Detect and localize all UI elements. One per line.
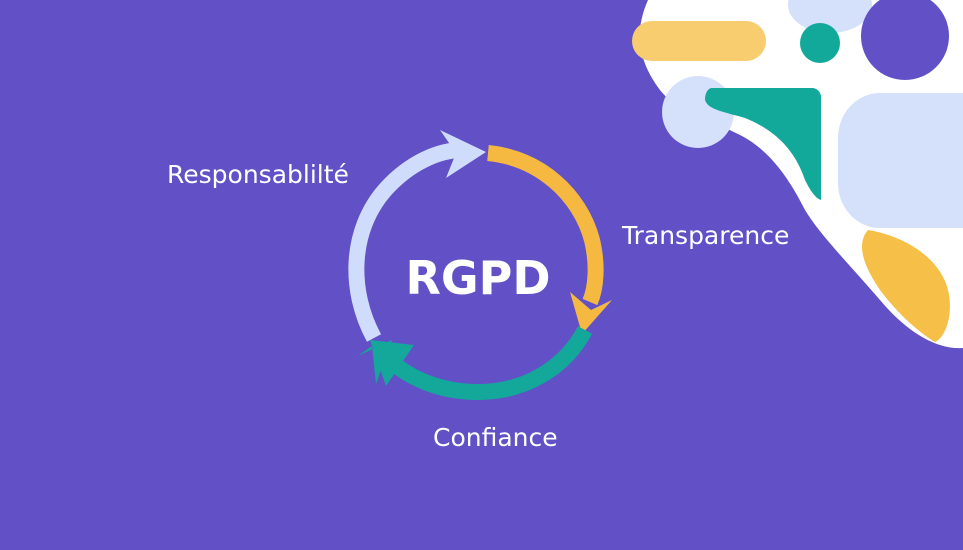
yellow-band <box>861 230 950 342</box>
transparence-arrow <box>487 145 604 306</box>
responsabilite-arrow-head <box>440 130 486 178</box>
teal-dot <box>800 23 840 63</box>
center-label: RGPD <box>405 251 551 305</box>
label-transparence: Transparence <box>622 221 790 250</box>
light-blue-block <box>838 93 963 228</box>
light-blue-circle-top <box>788 0 872 33</box>
teal-block <box>705 88 821 200</box>
label-confiance: Confiance <box>433 423 558 452</box>
confiance-arrow-head-tip <box>370 340 414 386</box>
confiance-arrow <box>386 326 593 401</box>
yellow-pill <box>632 21 766 61</box>
transparence-arrow-head <box>570 292 612 334</box>
purple-circle <box>861 0 949 80</box>
label-responsabilite: Responsablilté <box>167 160 349 189</box>
responsabilite-arrow <box>348 142 463 342</box>
